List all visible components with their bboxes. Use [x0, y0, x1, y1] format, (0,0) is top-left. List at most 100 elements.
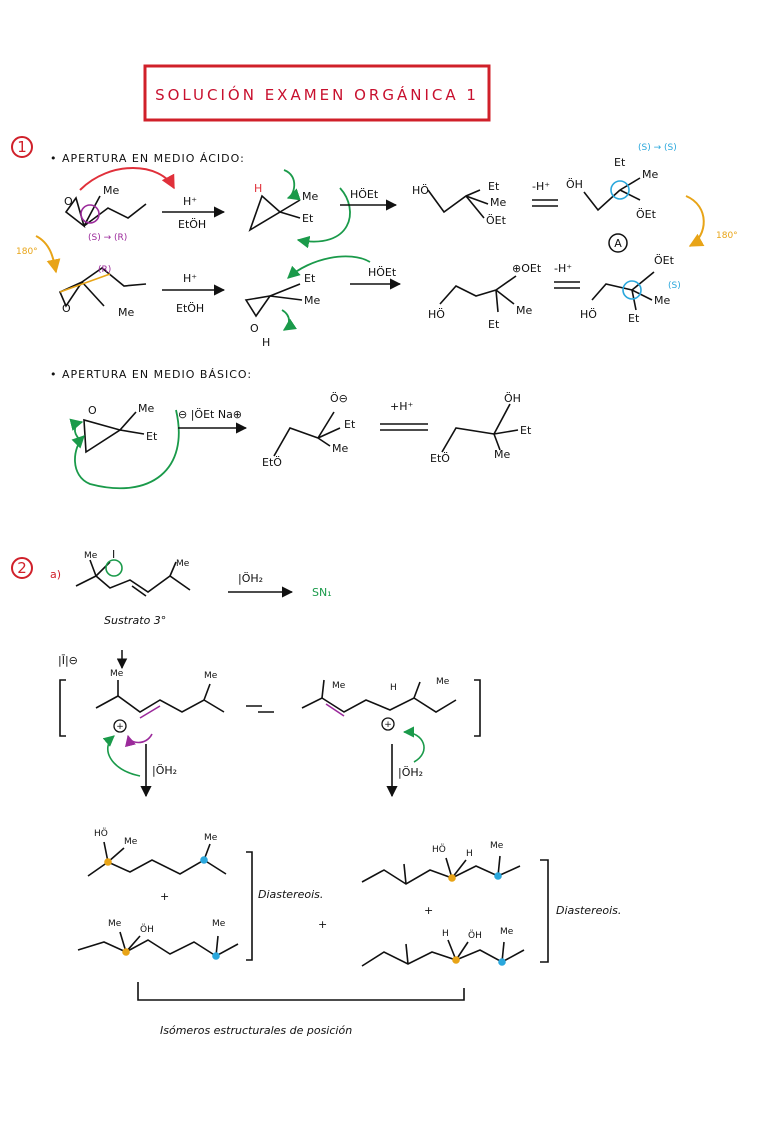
carbocation-1 — [95, 680, 225, 719]
green-arrow-basic — [71, 409, 180, 490]
question-1: 1 • APERTURA EN MEDIO ÁCIDO: O Me (S) → … — [11, 136, 738, 490]
carbocation-1-me-2: Me — [204, 671, 218, 681]
carbocation-2 — [301, 679, 457, 717]
epoxide-basic-me: Me — [138, 402, 154, 415]
config-change-right: (S) → (S) — [638, 143, 677, 153]
angle-right: 180° — [716, 231, 738, 241]
diastereomers-right: Diastereois. — [556, 904, 621, 917]
question-2: 2 a) Me I Me |ÖH₂ SN₁ Sustrato 3° |Ī|⊖ M… — [11, 548, 621, 1037]
alcohol-left-1-me-2: Me — [204, 833, 218, 843]
ether-top-oh: ÖH — [566, 178, 583, 191]
diastereomers-left: Diastereois. — [258, 888, 323, 901]
substrate-me-2: Me — [176, 559, 190, 569]
alkoxide-eto: EtÖ — [262, 456, 282, 469]
config-s: (S) — [668, 281, 681, 291]
basic-reagent: ⊖ |ÖEt Na⊕ — [178, 408, 242, 421]
oxonium-bottom — [244, 283, 303, 318]
red-proton-arrow — [79, 167, 175, 191]
angle-left: 180° — [16, 247, 38, 257]
product-bottom-oet-plus: ⊕OEt — [512, 262, 542, 275]
part-a: a) — [50, 568, 61, 581]
equilibrium-arrow-basic — [380, 423, 428, 431]
reagent-top-etoh: EtÖH — [178, 218, 206, 231]
alcohol-left-2 — [77, 931, 239, 960]
plus-middle: + — [318, 918, 327, 931]
q2-reagent: |ÖH₂ — [238, 572, 263, 585]
isomers-note: Isómeros estructurales de posición — [160, 1024, 352, 1037]
plus-right: + — [424, 904, 433, 917]
circle-a — [608, 233, 628, 253]
ether-bottom-et: Et — [628, 312, 640, 325]
substrate-i: I — [112, 548, 115, 561]
water-left: |ÖH₂ — [152, 764, 177, 777]
carbocation-2-me-1: Me — [332, 681, 346, 691]
reagent-hoet-top: HÖEt — [350, 188, 379, 201]
substrate-note: Sustrato 3° — [104, 614, 166, 627]
carbocation-1-plus-label: + — [116, 722, 124, 732]
equilibrium-arrow-top — [532, 199, 558, 207]
mechanism-sn1: SN₁ — [312, 586, 332, 599]
isomers-bracket — [137, 982, 465, 1001]
alcohol-right-1 — [361, 855, 521, 885]
equilibrium-arrow-bottom — [554, 281, 580, 289]
alcohol-right-1-ho: HÖ — [432, 844, 446, 855]
plus-left: + — [160, 890, 169, 903]
ether-top-oet: ÖEt — [636, 208, 657, 221]
product-bottom-ho: HÖ — [428, 308, 445, 321]
oxonium-product-top — [427, 189, 489, 219]
rotation-arrow-right — [685, 195, 705, 247]
config-r: (R) — [98, 265, 111, 275]
product-top-et: Et — [488, 180, 500, 193]
epoxide-top — [64, 195, 147, 229]
alcohol-right-2-h: H — [442, 929, 449, 939]
oxonium-top — [248, 194, 301, 232]
carbocation-2-plus — [381, 717, 395, 731]
epoxide-top-me: Me — [103, 184, 119, 197]
basic-proton: +H⁺ — [390, 400, 413, 413]
alcohol-right-2-oh: ÖH — [468, 930, 482, 941]
carbocation-2-h: H — [390, 683, 397, 693]
oxonium-bottom-o: O — [250, 322, 259, 335]
ether-product-top — [583, 177, 641, 212]
reagent-top-h: H⁺ — [183, 195, 197, 208]
green-arrow-top-1 — [283, 169, 301, 201]
carbocation-1-me-1: Me — [110, 669, 124, 679]
ether-top-me: Me — [642, 168, 658, 181]
circle-a-label: A — [614, 237, 622, 250]
alcohol-me: Me — [494, 448, 510, 461]
ether-bottom-oet: ÖEt — [654, 254, 675, 267]
green-arrow-basic-2 — [69, 418, 84, 441]
alcohol-right-1-h: H — [466, 849, 473, 859]
oxonium-bottom-me: Me — [304, 294, 320, 307]
rotation-arrow-left — [35, 235, 61, 274]
oxonium-bottom-et: Et — [304, 272, 316, 285]
config-change-left: (S) → (R) — [88, 233, 127, 243]
bracket-diastereomers-right — [540, 859, 549, 963]
alcohol-left-2-me-2: Me — [212, 919, 226, 929]
alcohol-eto: EtÖ — [430, 452, 450, 465]
ether-bottom-me: Me — [654, 294, 670, 307]
water-right: |ÖH₂ — [398, 766, 423, 779]
alcohol-left-2-oh: ÖH — [140, 924, 154, 935]
ether-top-et: Et — [614, 156, 626, 169]
bracket-diastereomers-left — [246, 851, 253, 961]
question-2-number: 2 — [17, 559, 27, 577]
minus-h-top: -H⁺ — [532, 180, 550, 193]
epoxide-bottom — [58, 266, 147, 308]
reagent-bottom-h: H⁺ — [183, 272, 197, 285]
alcohol-left-2-me: Me — [108, 919, 122, 929]
green-arrow-q2-1 — [102, 735, 141, 777]
green-arrow-bottom-2 — [281, 309, 297, 331]
oxonium-top-et: Et — [302, 212, 314, 225]
carbocation-2-plus-label: + — [384, 720, 392, 730]
product-top-oet: ÖEt — [486, 214, 507, 227]
oxonium-top-h: H — [254, 182, 262, 195]
epoxide-basic-et: Et — [146, 430, 158, 443]
alcohol-right-2 — [361, 939, 525, 967]
alcohol-left-1-ho: HÖ — [94, 828, 108, 839]
basic-opening-heading: • APERTURA EN MEDIO BÁSICO: — [50, 368, 252, 381]
carbocation-2-me-2: Me — [436, 677, 450, 687]
reagent-hoet-bottom: HÖEt — [368, 266, 397, 279]
